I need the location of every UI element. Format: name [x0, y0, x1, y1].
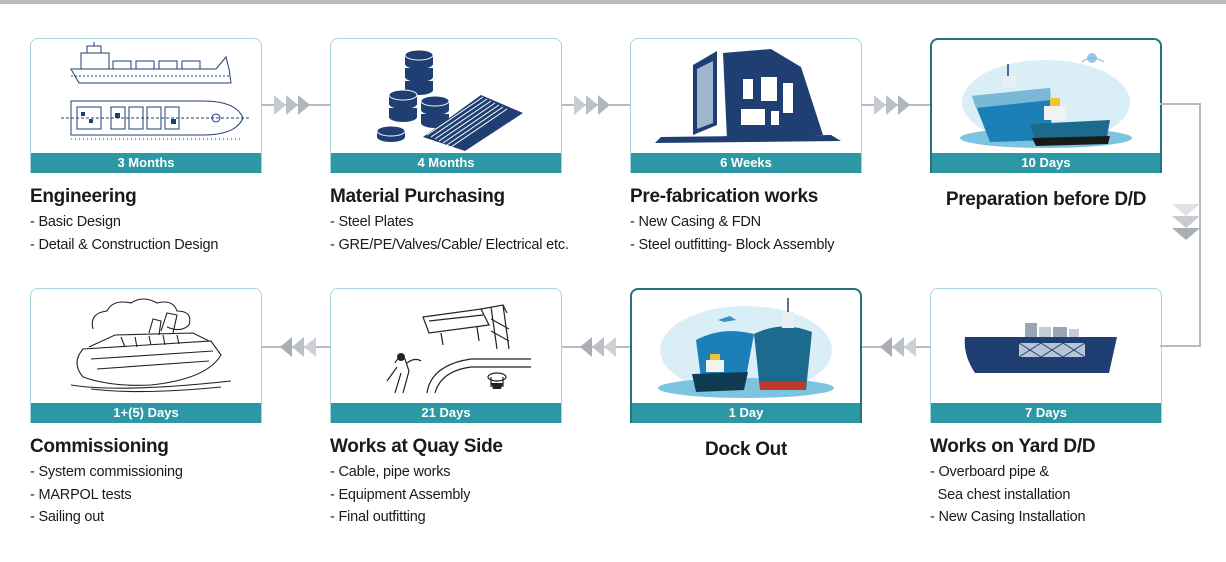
- duration-bar: 1+(5) Days: [31, 403, 261, 423]
- arrow-left-icon: [262, 337, 330, 357]
- step-preparation: 10 Days Preparation before D/D: [930, 38, 1162, 214]
- list-item: - New Casing & FDN: [630, 214, 761, 230]
- step-title: Works at Quay Side: [330, 436, 503, 457]
- duration-bar: 6 Weeks: [631, 153, 861, 173]
- step-card: 3 Months: [30, 38, 262, 173]
- list-item: - MARPOL tests: [30, 486, 132, 503]
- list-item: Sea chest installation: [930, 486, 1071, 503]
- duration-bar: 1 Day: [632, 403, 860, 423]
- step-items: - Cable, pipe works - Equipment Assembly…: [330, 461, 562, 529]
- duration-bar: 21 Days: [331, 403, 561, 423]
- list-item: - Final outfitting: [330, 509, 426, 525]
- list-item: - Overboard pipe &: [930, 464, 1049, 480]
- duration-bar: 7 Days: [931, 403, 1161, 423]
- step-title: Works on Yard D/D: [930, 436, 1096, 457]
- step-card: 4 Months: [330, 38, 562, 173]
- step-material-purchasing: 4 Months Material Purchasing - Steel Pla…: [330, 38, 569, 256]
- list-item: - Equipment Assembly: [330, 486, 471, 503]
- step-title: Dock Out: [704, 439, 788, 460]
- step-quay-side: 21 Days Works at Quay Side - Cable, pipe…: [330, 288, 562, 529]
- connector-down-icon: [1160, 103, 1201, 347]
- arrow-left-icon: [562, 337, 630, 357]
- list-item: - New Casing Installation: [930, 509, 1086, 525]
- crane-quay-icon: [386, 304, 531, 394]
- step-pre-fabrication: 6 Weeks Pre-fabrication works - New Casi…: [630, 38, 862, 256]
- step-card: 21 Days: [330, 288, 562, 423]
- ships-leaving-icon: [658, 298, 834, 398]
- arrow-right-icon: [862, 95, 930, 115]
- step-items: - Steel Plates - GRE/PE/Valves/Cable/ El…: [330, 211, 569, 256]
- step-title: Preparation before D/D: [945, 189, 1147, 210]
- list-item: - GRE/PE/Valves/Cable/ Electrical etc.: [330, 236, 569, 253]
- ships-in-dock-icon: [960, 53, 1132, 148]
- step-title: Material Purchasing: [330, 186, 505, 207]
- step-engineering: 3 Months Engineering - Basic Design - De…: [30, 38, 262, 256]
- step-items: - New Casing & FDN - Steel outfitting- B…: [630, 211, 862, 256]
- step-commissioning: 1+(5) Days Commissioning - System commis…: [30, 288, 262, 529]
- duration-bar: 10 Days: [932, 153, 1160, 173]
- list-item: - System commissioning: [30, 464, 183, 480]
- list-item: - Sailing out: [30, 509, 104, 525]
- step-yard-dd: 7 Days Works on Yard D/D - Overboard pip…: [930, 288, 1162, 529]
- list-item: - Steel outfitting- Block Assembly: [630, 236, 835, 253]
- arrow-right-icon: [562, 95, 630, 115]
- top-rule: [0, 0, 1226, 4]
- coins-and-plates-icon: [376, 49, 523, 151]
- list-item: - Basic Design: [30, 214, 121, 230]
- step-dock-out: 1 Day Dock Out: [630, 288, 862, 464]
- arrow-right-icon: [262, 95, 330, 115]
- step-card: 1 Day: [630, 288, 862, 423]
- step-items: - Basic Design - Detail & Construction D…: [30, 211, 262, 256]
- list-item: - Steel Plates: [330, 214, 414, 230]
- step-card: 7 Days: [930, 288, 1162, 423]
- step-card: 10 Days: [930, 38, 1162, 173]
- duration-bar: 3 Months: [31, 153, 261, 173]
- barge-icon: [964, 323, 1117, 373]
- duration-bar: 4 Months: [331, 153, 561, 173]
- step-card: 1+(5) Days: [30, 288, 262, 423]
- building-blocks-icon: [655, 49, 841, 143]
- step-title: Engineering: [30, 186, 137, 207]
- step-title: Commissioning: [30, 436, 169, 457]
- list-item: - Cable, pipe works: [330, 464, 451, 480]
- list-item: - Detail & Construction Design: [30, 236, 219, 253]
- step-items: - Overboard pipe & Sea chest installatio…: [930, 461, 1162, 529]
- ship-blueprint-icon: [61, 42, 251, 140]
- step-items: - System commissioning - MARPOL tests - …: [30, 461, 262, 529]
- arrow-left-icon: [862, 337, 930, 357]
- cruise-ship-sketch-icon: [70, 298, 232, 393]
- step-card: 6 Weeks: [630, 38, 862, 173]
- step-title: Pre-fabrication works: [630, 186, 818, 207]
